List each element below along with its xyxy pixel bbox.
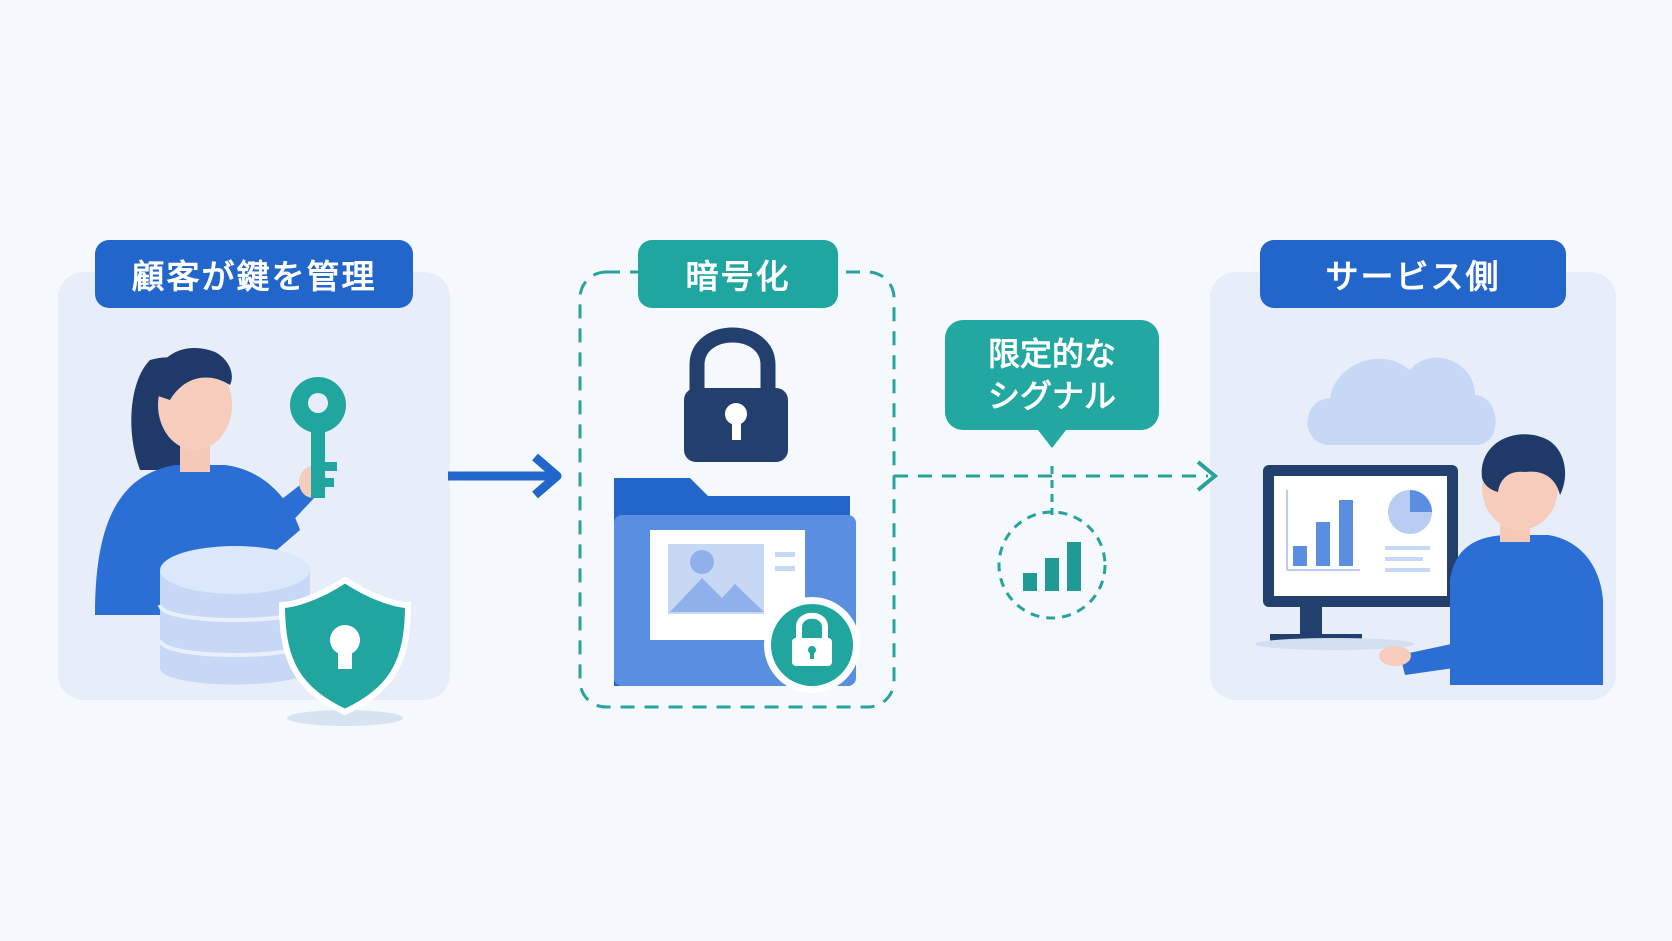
padlock-icon <box>684 327 788 462</box>
service-label: サービス側 <box>1260 240 1566 308</box>
signal-bubble-tail <box>1038 430 1066 448</box>
limited-signal-bubble: 限定的な シグナル <box>945 320 1159 430</box>
key-icon <box>290 377 346 498</box>
database-icon <box>158 546 312 685</box>
arrow-limited-signal <box>894 460 1219 515</box>
signal-icon <box>997 510 1107 620</box>
signal-line-2: シグナル <box>987 377 1116 415</box>
customer-person-icon <box>95 347 327 615</box>
signal-line-1: 限定的な <box>987 335 1116 373</box>
encrypted-folder-icon <box>614 478 860 693</box>
encryption-label: 暗号化 <box>638 240 838 308</box>
monitor-icon <box>1255 465 1458 650</box>
customer-label: 顧客が鍵を管理 <box>95 240 413 308</box>
arrow-to-encryption <box>448 453 562 499</box>
service-person-icon <box>1379 434 1603 685</box>
shield-lock-icon <box>278 576 412 726</box>
cloud-icon <box>1307 357 1496 445</box>
